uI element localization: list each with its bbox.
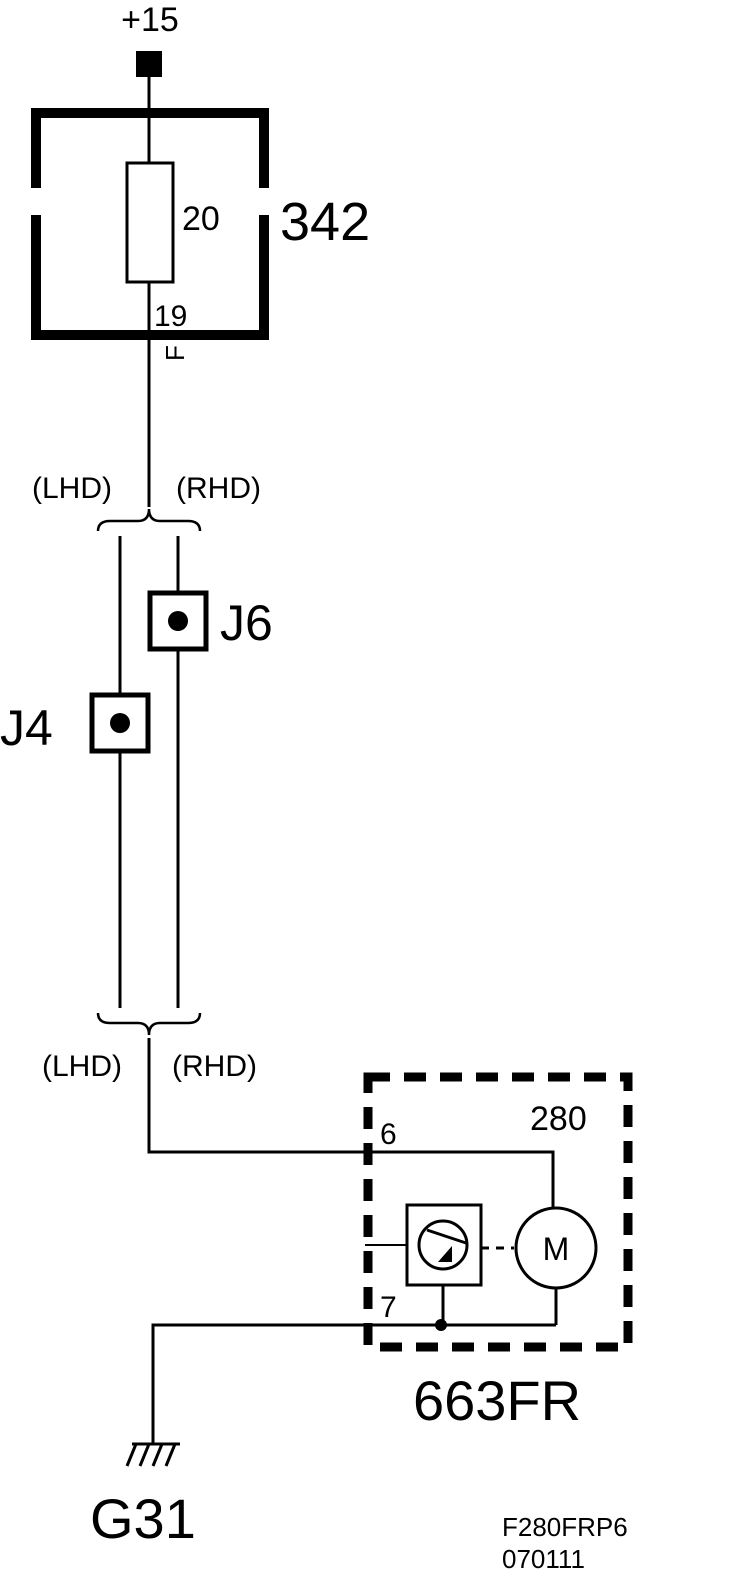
bottom-lhd-label: (LHD) [42, 1050, 122, 1083]
ground-label: G31 [90, 1487, 196, 1550]
wire-code-label: F [160, 345, 190, 361]
pin-6-label: 6 [380, 1118, 397, 1151]
connector-j4-label: J4 [0, 700, 53, 756]
drawing-date: 070111 [502, 1544, 585, 1574]
pump-triangle-icon [438, 1246, 452, 1262]
pump-unit-housing [363, 1072, 633, 1352]
fuse-rating-label: 20 [182, 200, 220, 238]
supply-label: +15 [121, 1, 179, 39]
connector-j6-label: J6 [220, 595, 273, 651]
pump-unit-label: 280 [530, 1100, 587, 1138]
ground-junction [435, 1319, 447, 1331]
wire-to-pump [147, 1038, 555, 1212]
connector-j6-pin [168, 611, 188, 631]
component-code-label: 663FR [413, 1369, 581, 1432]
ground-symbol [125, 1442, 180, 1467]
pin-7-label: 7 [380, 1291, 397, 1324]
bottom-brace [96, 1012, 202, 1036]
fuse-box-label: 342 [280, 192, 370, 252]
pump-icon [417, 1219, 469, 1271]
motor-label: M [543, 1231, 570, 1267]
top-rhd-label: (RHD) [176, 472, 261, 505]
connector-j4-pin [110, 713, 130, 733]
top-brace [96, 508, 202, 532]
fuse-element [125, 161, 175, 284]
top-lhd-label: (LHD) [32, 472, 112, 505]
ground-wire [151, 1323, 556, 1444]
fuse-pin-label: 19 [154, 300, 187, 333]
pump-arrow-icon [426, 1228, 467, 1245]
bottom-rhd-label: (RHD) [172, 1050, 257, 1083]
drawing-code: F280FRP6 [502, 1512, 628, 1542]
